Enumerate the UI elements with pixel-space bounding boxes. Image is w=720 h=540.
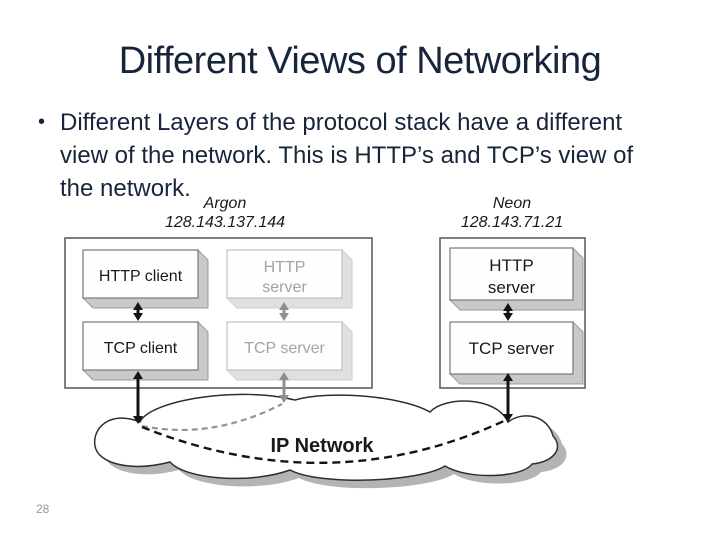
neon-host-name: Neon [493,195,531,212]
http-client-label: HTTP client [99,268,183,285]
argon-http-server-label-line1: HTTP [264,259,306,276]
bullet-line: Different Layers of the protocol stack h… [60,109,623,136]
bullet-paragraph: • Different Layers of the protocol stack… [38,106,708,205]
tcp-client-label: TCP client [104,340,178,357]
neon-tcp-server-box: TCP server [448,320,584,385]
http-connection-dashed-gray [141,403,283,431]
arrow-httpclient-tcpclient [133,302,143,321]
network-diagram: Argon 128.143.137.144 Neon 128.143.71.21… [64,195,586,489]
tcp-connection-dashed-black [141,418,507,464]
arrow-neon-httpserver-tcpserver [503,303,513,321]
bullet-line: view of the network. This is HTTP’s and … [60,142,634,169]
ip-network-cloud: IP Network [94,393,567,489]
neon-http-server-label-line2: server [488,278,536,297]
tcp-client-box: TCP client [81,320,209,381]
argon-host-name: Argon [203,195,247,212]
bullet-marker: • [38,111,46,133]
neon-host-ip: 128.143.71.21 [461,214,563,231]
arrow-tcpclient-cloud [133,371,143,424]
neon-tcp-server-label: TCP server [469,339,555,358]
arrow-neon-tcpserver-cloud [503,373,513,422]
arrow-argon-httpserver-tcpserver [279,302,289,321]
http-client-box: HTTP client [81,248,209,309]
bullet-text: Different Layers of the protocol stack h… [60,106,708,205]
arrow-argon-tcpserver-cloud [279,372,289,403]
neon-http-server-box: HTTP server [448,246,584,311]
page-number: 28 [36,502,50,516]
neon-http-server-label-line1: HTTP [489,256,533,275]
argon-http-server-label-line2: server [262,279,307,296]
neon-host-caption: Neon 128.143.71.21 [461,195,563,231]
cloud-outline [94,393,559,481]
bullet-line: the network. [60,175,191,202]
argon-http-server-box: HTTP server [225,248,353,309]
argon-tcp-server-label: TCP server [244,340,325,357]
ip-network-label: IP Network [271,435,375,457]
argon-host-ip: 128.143.137.144 [165,214,285,231]
argon-host-caption: Argon 128.143.137.144 [165,195,285,231]
slide-title: Different Views of Networking [118,40,602,82]
argon-tcp-server-box: TCP server [225,320,353,381]
